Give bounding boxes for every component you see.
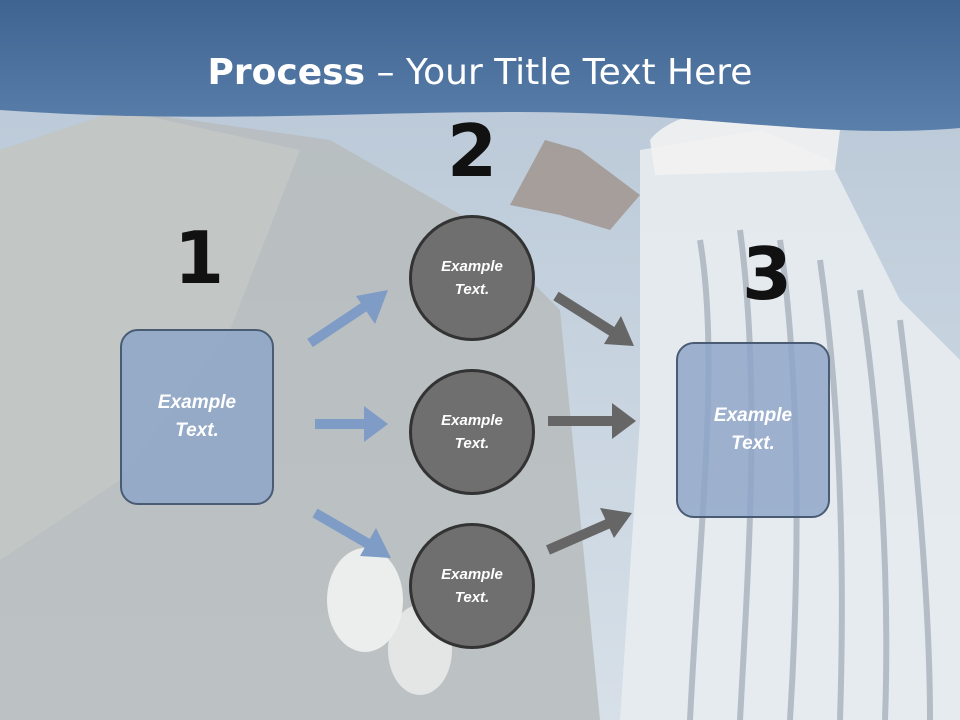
arrow-to-middle-circle	[315, 406, 388, 442]
process-circle-bottom: Example Text.	[409, 523, 535, 649]
arrow-from-bottom-circle	[545, 508, 632, 555]
arrow-from-middle-circle	[548, 403, 636, 439]
start-box-text: Example Text.	[157, 391, 237, 442]
title-rest: – Your Title Text Here	[365, 52, 753, 93]
step-number-3: 3	[741, 232, 793, 316]
arrow-to-top-circle	[307, 290, 388, 348]
end-box: Example Text.	[676, 342, 830, 518]
circle-bottom-text: Example Text.	[441, 565, 503, 606]
step-number-2: 2	[446, 109, 498, 193]
process-circle-middle: Example Text.	[409, 369, 535, 495]
end-box-text: Example Text.	[713, 404, 793, 455]
title-bold: Process	[207, 52, 366, 93]
start-box: Example Text.	[120, 329, 274, 505]
circle-top-text: Example Text.	[441, 257, 503, 298]
arrow-from-top-circle	[553, 291, 634, 346]
process-circle-top: Example Text.	[409, 215, 535, 341]
slide-title: Process – Your Title Text Here	[0, 52, 960, 93]
step-number-1: 1	[173, 216, 225, 300]
circle-middle-text: Example Text.	[441, 411, 503, 452]
arrow-to-bottom-circle	[312, 508, 391, 558]
